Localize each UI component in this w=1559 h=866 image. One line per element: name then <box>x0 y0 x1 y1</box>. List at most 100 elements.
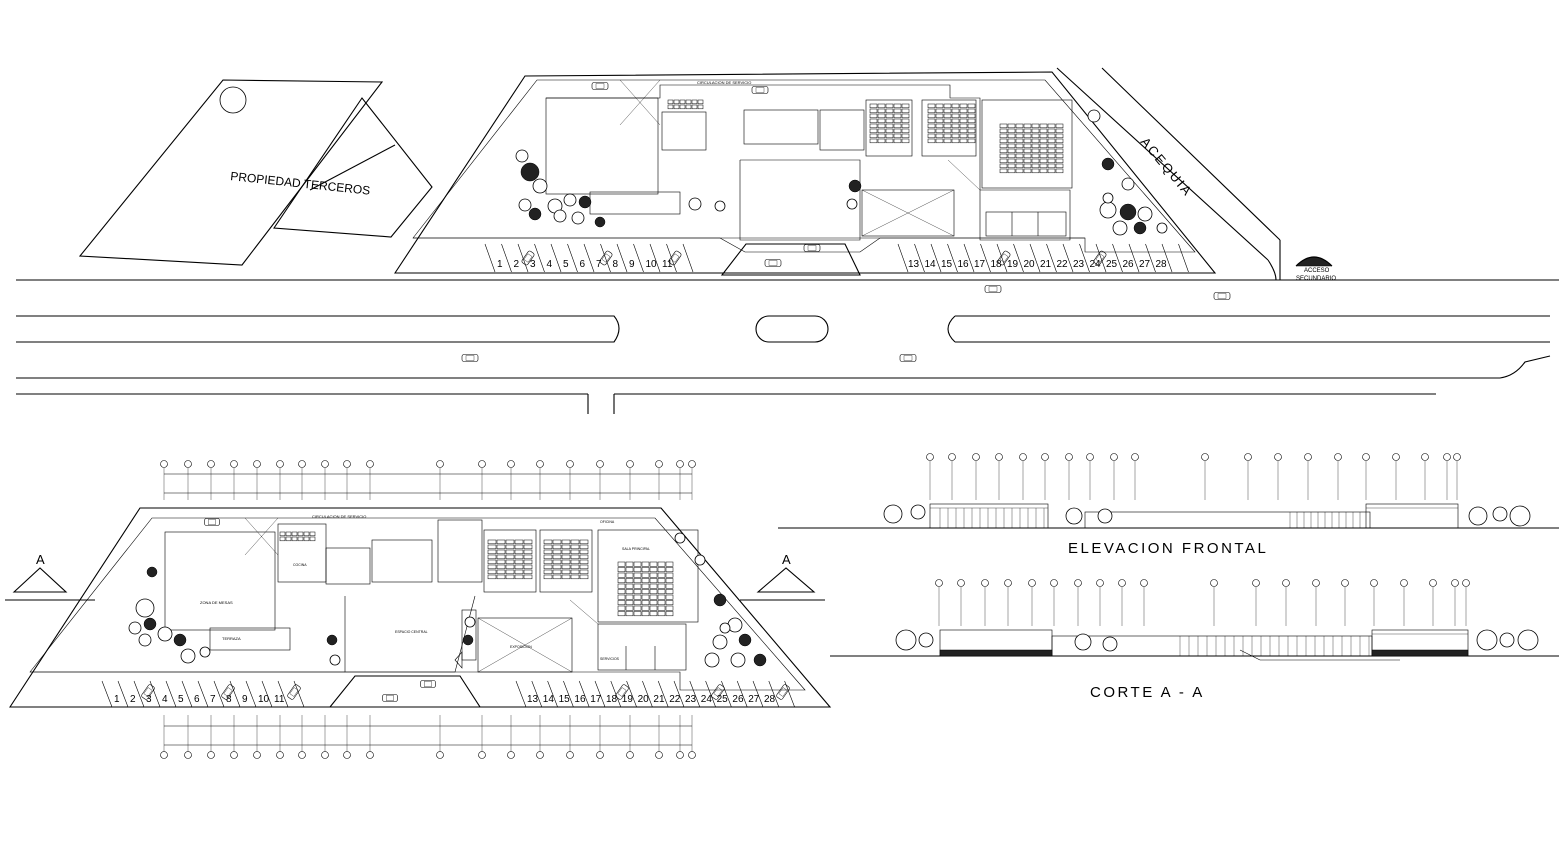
seat <box>279 531 286 537</box>
seat <box>943 123 952 129</box>
seat <box>579 539 589 545</box>
room-label-office: OFICINA <box>600 520 615 524</box>
tree <box>1101 157 1115 171</box>
seat <box>901 118 910 124</box>
seat <box>641 572 650 578</box>
seat <box>552 569 562 575</box>
seat <box>570 564 580 570</box>
seat <box>1031 143 1040 149</box>
seat <box>943 133 952 139</box>
front-elevation: ELEVACION FRONTAL <box>778 453 1559 557</box>
grid-bubble <box>160 460 168 468</box>
seat <box>561 549 571 555</box>
seat <box>1015 168 1024 174</box>
grid-bubble <box>343 751 351 759</box>
tree <box>563 193 577 207</box>
parking-number: 28 <box>764 694 776 705</box>
tree <box>694 554 706 566</box>
seat <box>561 569 571 575</box>
parking-number: 6 <box>580 259 586 270</box>
seat <box>665 561 674 567</box>
parking-number: 1 <box>114 694 120 705</box>
tree <box>1102 636 1118 652</box>
parking-stall-line <box>768 680 780 708</box>
car <box>1213 292 1231 300</box>
parking-number: 21 <box>653 694 665 705</box>
parking-stall-line <box>1145 243 1156 273</box>
room-label-dining: ZONA DE MESAS <box>200 600 233 605</box>
room-label-main-hall: SALA PRINCIPAL <box>622 547 650 551</box>
parking-number: 4 <box>547 259 553 270</box>
seat <box>1023 148 1032 154</box>
seat <box>641 611 650 617</box>
seat <box>1007 133 1016 139</box>
parking-stall-line <box>1013 243 1024 273</box>
parking-stall-line <box>277 680 289 708</box>
seat <box>514 554 524 560</box>
tree <box>730 652 746 668</box>
tree <box>688 197 702 211</box>
parking-stall-line <box>642 680 653 708</box>
parking-stall-line <box>996 243 1008 273</box>
seat <box>657 567 666 573</box>
seat <box>657 611 666 617</box>
tree <box>1468 506 1488 526</box>
seat <box>691 104 698 110</box>
parking-stall-line <box>1029 243 1041 273</box>
seat <box>1031 138 1040 144</box>
seat <box>1015 123 1024 129</box>
seat <box>967 108 976 114</box>
tree <box>1137 206 1153 222</box>
parking-stall-line <box>1128 243 1140 273</box>
grid-bubble <box>1086 453 1094 461</box>
car-body <box>751 86 769 94</box>
seat <box>496 564 506 570</box>
grid-bubble <box>1362 453 1370 461</box>
seat <box>649 583 658 589</box>
grid-bubble <box>536 460 544 468</box>
seat <box>487 539 497 545</box>
car-body <box>1213 292 1231 300</box>
seat <box>935 133 944 139</box>
parking-number: 15 <box>559 694 571 705</box>
parking-stall-line <box>600 243 611 273</box>
parking-number: 16 <box>958 259 970 270</box>
seat <box>617 605 626 611</box>
seat <box>697 99 704 105</box>
access-label-line1: ACCESO <box>1304 268 1330 274</box>
parking-number: 19 <box>622 694 634 705</box>
seat <box>285 531 292 537</box>
seat <box>625 594 634 600</box>
section-grid <box>935 579 1470 626</box>
seat <box>570 569 580 575</box>
section-a-a: CORTE A - A <box>830 579 1559 701</box>
tree <box>1074 633 1092 651</box>
seat <box>1007 158 1016 164</box>
seat <box>999 158 1008 164</box>
tree <box>528 207 542 221</box>
parking-stall-line <box>547 680 558 708</box>
tree <box>199 646 211 658</box>
seat <box>1023 158 1032 164</box>
section-mark-right: A <box>740 552 825 601</box>
parking-number: 17 <box>590 694 602 705</box>
seat <box>617 589 626 595</box>
car-body <box>382 694 398 702</box>
car <box>764 259 782 267</box>
parking-stall-line <box>293 680 305 708</box>
seat <box>1031 133 1040 139</box>
seat <box>885 133 894 139</box>
seat <box>951 103 960 109</box>
seat <box>309 536 316 542</box>
section-mark-right-label: A <box>782 552 791 567</box>
seat <box>959 108 968 114</box>
seat <box>1047 163 1056 169</box>
seat <box>523 539 533 545</box>
seat <box>579 559 589 565</box>
grid-bubble <box>1074 579 1082 587</box>
parking-number: 21 <box>1040 259 1052 270</box>
seat <box>570 554 580 560</box>
grid-bubble <box>688 460 696 468</box>
seat <box>579 574 589 580</box>
seat <box>1039 153 1048 159</box>
